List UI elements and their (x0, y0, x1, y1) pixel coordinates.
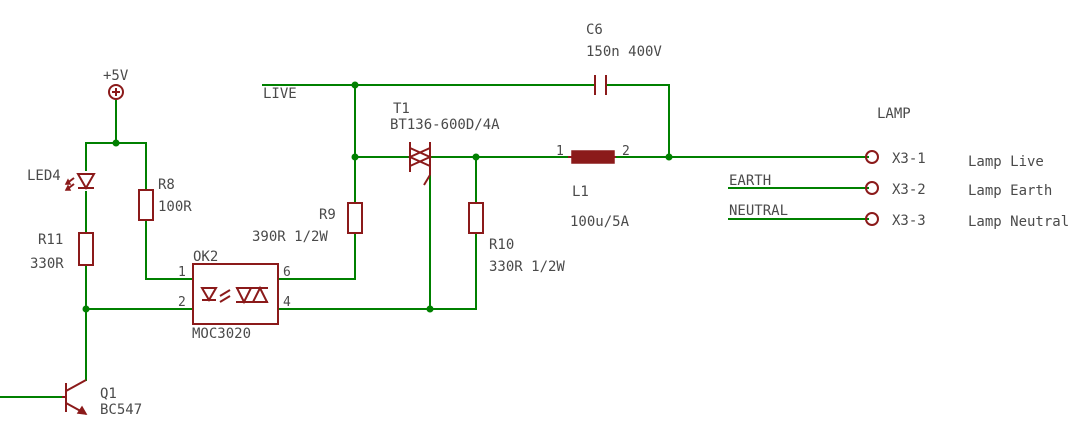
x3-1-label: Lamp Live (968, 154, 1044, 170)
ok2-pin6: 6 (283, 265, 291, 280)
x3-3-label: Lamp Neutral (968, 214, 1069, 230)
ok2-value: MOC3020 (192, 326, 251, 342)
q1-name: Q1 (100, 386, 117, 402)
resistor-r8 (138, 189, 154, 221)
resistor-r9 (347, 202, 363, 234)
l1-name: L1 (572, 184, 589, 200)
led-led4 (64, 173, 96, 191)
l1-pin2: 2 (622, 144, 630, 159)
wires (0, 84, 869, 398)
neutral-label: NEUTRAL (729, 203, 788, 219)
vcc-label: +5V (103, 68, 129, 84)
r10-name: R10 (489, 237, 514, 253)
r11-name: R11 (38, 232, 63, 248)
resistor-r10 (468, 202, 484, 234)
connector-title: LAMP (877, 106, 911, 122)
r10-value: 330R 1/2W (489, 259, 565, 275)
c6-value: 150n 400V (586, 44, 662, 60)
capacitor-c6 (594, 75, 607, 95)
x3-3-name: X3-3 (892, 213, 926, 229)
c6-name: C6 (586, 22, 603, 38)
led4-name: LED4 (27, 168, 61, 184)
r9-value: 390R 1/2W (252, 229, 328, 245)
earth-label: EARTH (729, 173, 771, 189)
triac-t1 (407, 142, 433, 186)
junctions (82, 81, 673, 313)
r8-value: 100R (158, 199, 192, 215)
vcc-symbol (108, 84, 124, 100)
t1-value: BT136-600D/4A (390, 117, 500, 133)
ok2-pin4: 4 (283, 295, 291, 310)
x3-2-name: X3-2 (892, 182, 926, 198)
optocoupler-ok2 (192, 263, 279, 325)
resistor-r11 (78, 232, 94, 266)
ok2-name: OK2 (193, 249, 218, 265)
transistor-q1 (62, 379, 88, 415)
l1-pin1: 1 (556, 144, 564, 159)
r9-name: R9 (319, 207, 336, 223)
ok2-pin1: 1 (178, 265, 186, 280)
l1-value: 100u/5A (570, 214, 630, 230)
t1-name: T1 (393, 101, 410, 117)
ok2-pin2: 2 (178, 295, 186, 310)
live-label: LIVE (263, 86, 297, 102)
inductor-l1 (568, 150, 616, 164)
r8-name: R8 (158, 177, 175, 193)
connector-pins (865, 150, 879, 226)
x3-1-name: X3-1 (892, 151, 926, 167)
x3-2-label: Lamp Earth (968, 183, 1052, 199)
r11-value: 330R (30, 256, 64, 272)
q1-value: BC547 (100, 402, 142, 418)
